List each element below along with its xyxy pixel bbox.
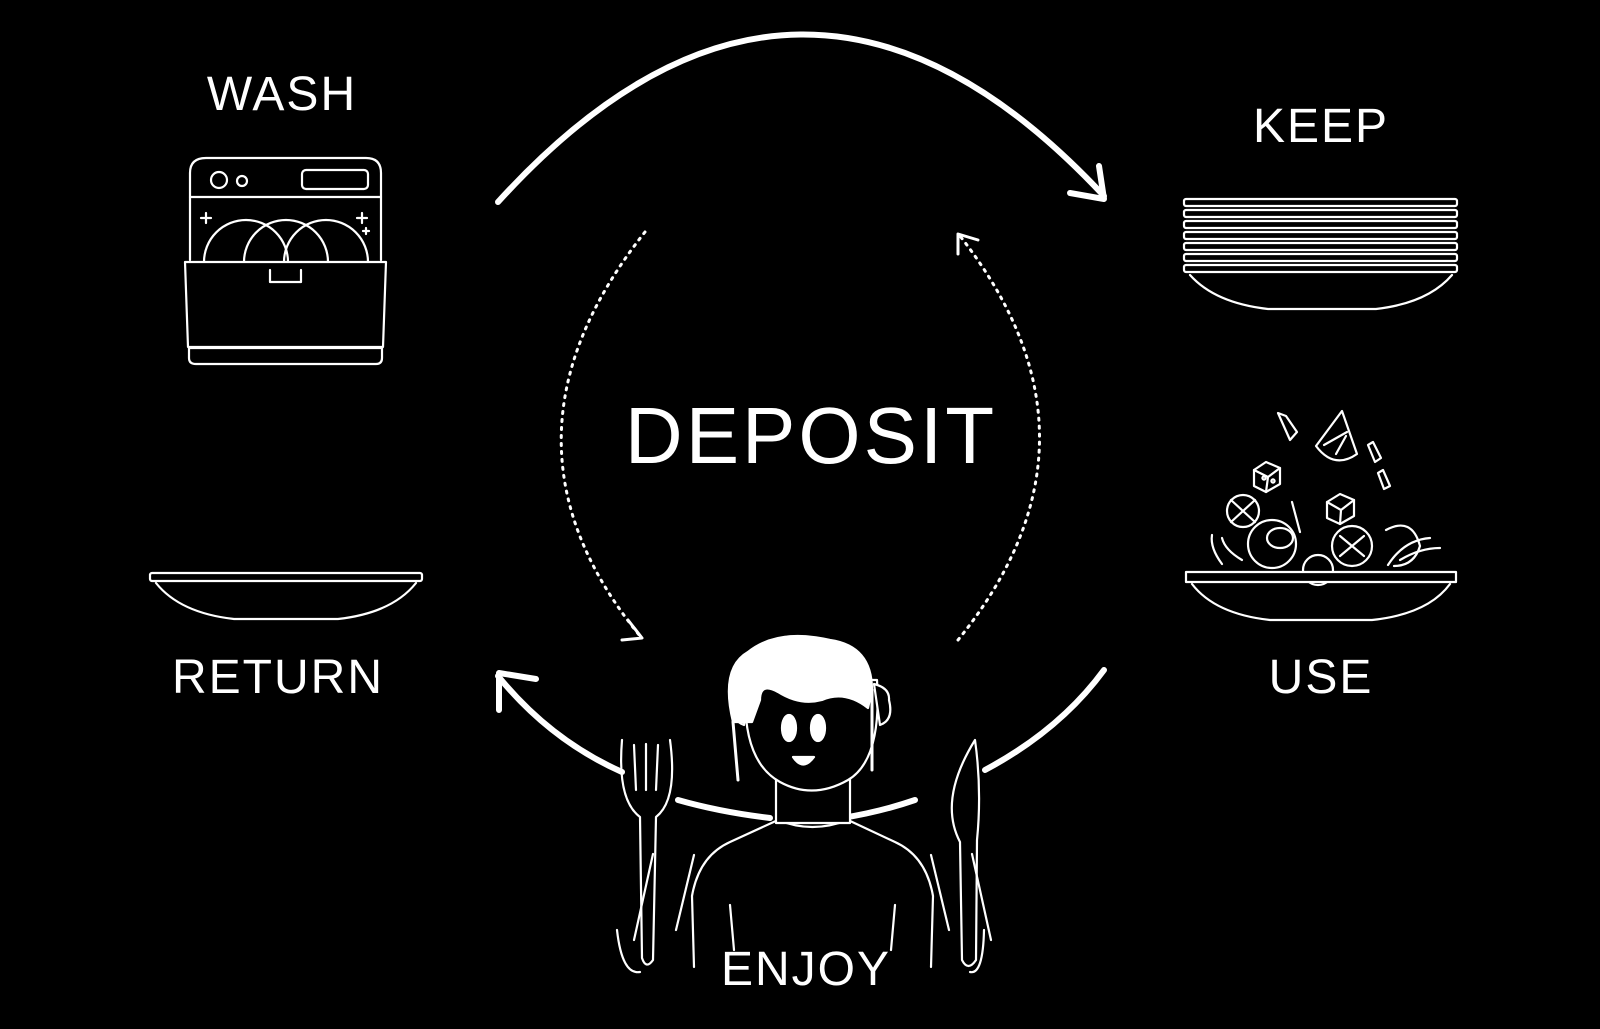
inner-cycle-arrows [559,230,1041,642]
crouton-icon [1252,460,1282,494]
dotted-arrow-left [559,230,647,638]
arrow-enjoy-to-return [495,673,625,775]
step-label-use: USE [1268,651,1374,704]
falling-leaf-icon [1276,411,1299,442]
arrow-wash-to-keep [495,31,1107,205]
salad-bowl-icon [1184,409,1458,622]
arrowhead-keep-icon [1067,163,1107,202]
step-label-enjoy: ENJOY [720,943,892,996]
step-label-keep: KEEP [1252,100,1390,153]
arrow-use-to-enjoy [982,667,1107,773]
dotted-arrowhead-left-icon [620,618,644,642]
arrow-enjoy-segment-right [839,797,918,821]
dishwasher-icon [183,156,388,366]
stacked-plates-icon [1182,197,1459,311]
step-label-return: RETURN [172,651,384,704]
center-label: DEPOSIT [624,391,998,480]
dotted-arrowhead-right-icon [956,232,980,256]
dotted-arrow-right [956,234,1041,642]
outer-cycle-arrows [495,31,1107,821]
person-with-fork-and-knife-icon [615,634,993,974]
empty-plate-icon [148,571,424,621]
lemon-wedge-icon [1314,409,1359,462]
step-label-wash: WASH [206,68,358,121]
arrowhead-return-icon [496,670,539,713]
arrow-enjoy-segment-left [675,797,773,821]
